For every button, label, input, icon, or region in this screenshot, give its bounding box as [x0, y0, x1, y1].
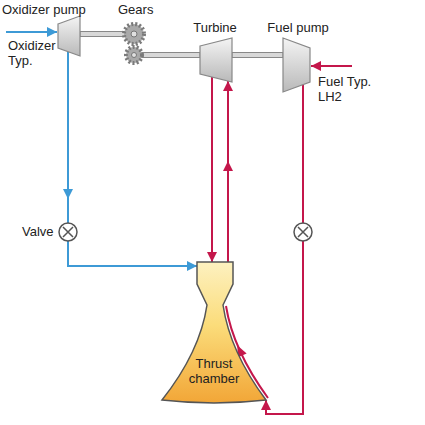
flow-line: [68, 52, 197, 266]
fuel-pump-shape: [283, 38, 310, 92]
part-label: Oxidizer Typ.: [8, 38, 58, 68]
fuel-pump-outline: [283, 38, 310, 92]
gear: [126, 47, 142, 63]
part-label: Fuel Typ. LH2: [318, 74, 372, 104]
thrust-chamber: Thrust chamber: [160, 262, 270, 404]
thrust-chamber-shape: [162, 262, 266, 403]
flow-line: [211, 77, 213, 262]
valve-symbol: [59, 223, 77, 241]
turbine-shape: [200, 38, 232, 82]
shaft: [232, 53, 283, 58]
flow-line: [227, 81, 229, 262]
oxidizer-pump-outline: [58, 16, 80, 56]
oxidizer-pump-label: Oxidizer pump: [2, 2, 86, 17]
part-label: Gears: [118, 2, 153, 17]
gear: [124, 24, 144, 44]
oxidizer-inlet: [6, 31, 57, 33]
flow-arrow: [63, 189, 73, 199]
fuel-pump-label: Fuel pump: [267, 20, 328, 35]
fuel-inlet: [311, 65, 352, 67]
part-label: Valve: [22, 224, 54, 239]
turbine: Turbine: [185, 20, 245, 84]
oxidizer-pump-shape: [58, 16, 80, 56]
thrust-chamber-label: Thrust chamber: [184, 356, 244, 386]
turbine-outline: [200, 38, 232, 82]
flow-arrow: [223, 161, 233, 171]
flow-line: [266, 85, 303, 414]
valve-cross: [63, 227, 73, 237]
gear-hub: [132, 53, 137, 58]
gear-hub: [131, 31, 137, 37]
valve-symbol: [294, 223, 312, 241]
valve-cross: [298, 227, 308, 237]
turbine-label: Turbine: [193, 20, 237, 35]
